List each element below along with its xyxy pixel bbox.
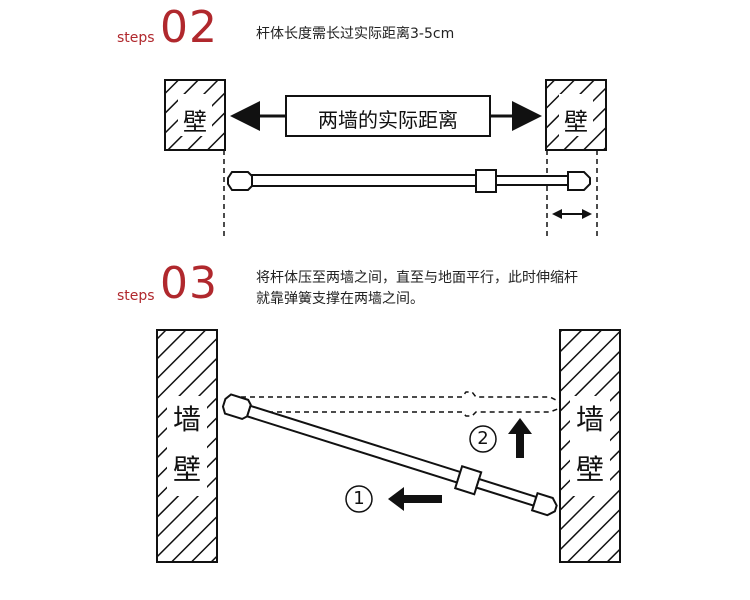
step2-rod bbox=[227, 169, 591, 193]
step3-left-arrow bbox=[388, 487, 442, 511]
step3-heading-number: 03 bbox=[160, 258, 218, 309]
step3-right-wall bbox=[559, 329, 621, 563]
step3-right-wall-text-bottom: 壁 bbox=[570, 452, 610, 488]
step3-description-line1: 将杆体压至两墙之间，直至与地面平行，此时伸缩杆 bbox=[256, 270, 578, 286]
step2-description: 杆体长度需长过实际距离3-5cm bbox=[256, 26, 455, 42]
step3-marker-2-digit: 2 bbox=[477, 428, 489, 449]
step2-distance-label: 两墙的实际距离 bbox=[318, 108, 458, 132]
step3-target-rod-outline bbox=[232, 391, 561, 417]
step3-right-wall-text-top: 墙 bbox=[570, 402, 610, 438]
step2-heading-word: steps bbox=[117, 30, 155, 46]
step3-left-wall bbox=[156, 329, 218, 563]
step2-left-wall-label: 壁 bbox=[183, 108, 207, 136]
step2-heading-number: 02 bbox=[160, 2, 218, 53]
step3-left-wall-text-bottom: 壁 bbox=[167, 452, 207, 488]
step3-marker-1-digit: 1 bbox=[353, 488, 365, 509]
step3-tilted-rod bbox=[221, 393, 558, 517]
step3-description-line2: 就靠弹簧支撑在两墙之间。 bbox=[256, 291, 424, 307]
step3-left-wall-text-top: 墙 bbox=[167, 402, 207, 438]
step2-extra-length-arrow bbox=[552, 209, 592, 219]
step2-right-wall-label: 壁 bbox=[564, 108, 588, 136]
step2-left-wall bbox=[164, 79, 226, 151]
step2-heading: steps 02 bbox=[117, 2, 227, 56]
step3-marker-2-circle bbox=[469, 425, 497, 453]
step2-guide-lines bbox=[223, 150, 598, 238]
step3-heading-word: steps bbox=[117, 288, 155, 304]
step3-up-arrow bbox=[508, 418, 532, 458]
step3-marker-1-circle bbox=[345, 485, 373, 513]
step2-distance-box bbox=[285, 95, 491, 137]
step2-right-wall bbox=[545, 79, 607, 151]
step3-heading: steps 03 bbox=[117, 258, 227, 309]
